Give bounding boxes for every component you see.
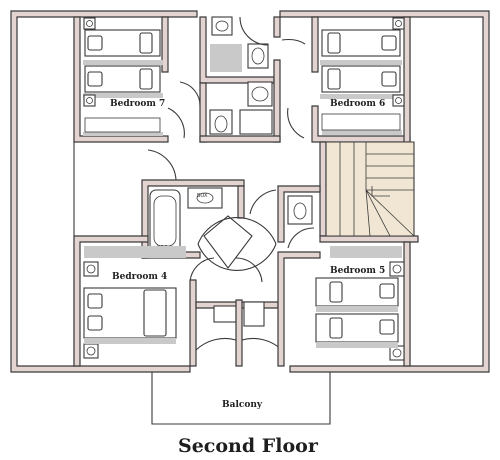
staircase	[319, 141, 419, 243]
bedroom-6: Bedroom 6	[311, 16, 411, 143]
desk-area	[195, 299, 283, 367]
bedroom-4: Bedroom 4	[73, 235, 197, 367]
basin-box-label: BOX	[197, 193, 208, 199]
bathtub	[149, 189, 181, 253]
basin-top	[211, 16, 233, 36]
bedroom-6-label: Bedroom 6	[330, 99, 385, 109]
center-bath: BOX RDS	[141, 149, 321, 259]
desk	[213, 305, 237, 323]
bedroom-5-label: Bedroom 5	[330, 266, 385, 276]
bedroom-7-label: Bedroom 7	[110, 99, 165, 109]
bathrooms-top	[167, 16, 306, 143]
hallway-doors	[189, 215, 277, 283]
exterior-walls	[10, 10, 490, 373]
bedroom-5: Bedroom 5	[277, 241, 411, 367]
wc-center	[287, 195, 313, 225]
balcony: Balcony	[151, 372, 331, 425]
bedroom-4-label: Bedroom 4	[112, 272, 167, 282]
bedroom-7: Bedroom 7	[73, 16, 169, 143]
balcony-label: Balcony	[222, 400, 263, 410]
plan-title: Second Floor	[178, 435, 319, 457]
